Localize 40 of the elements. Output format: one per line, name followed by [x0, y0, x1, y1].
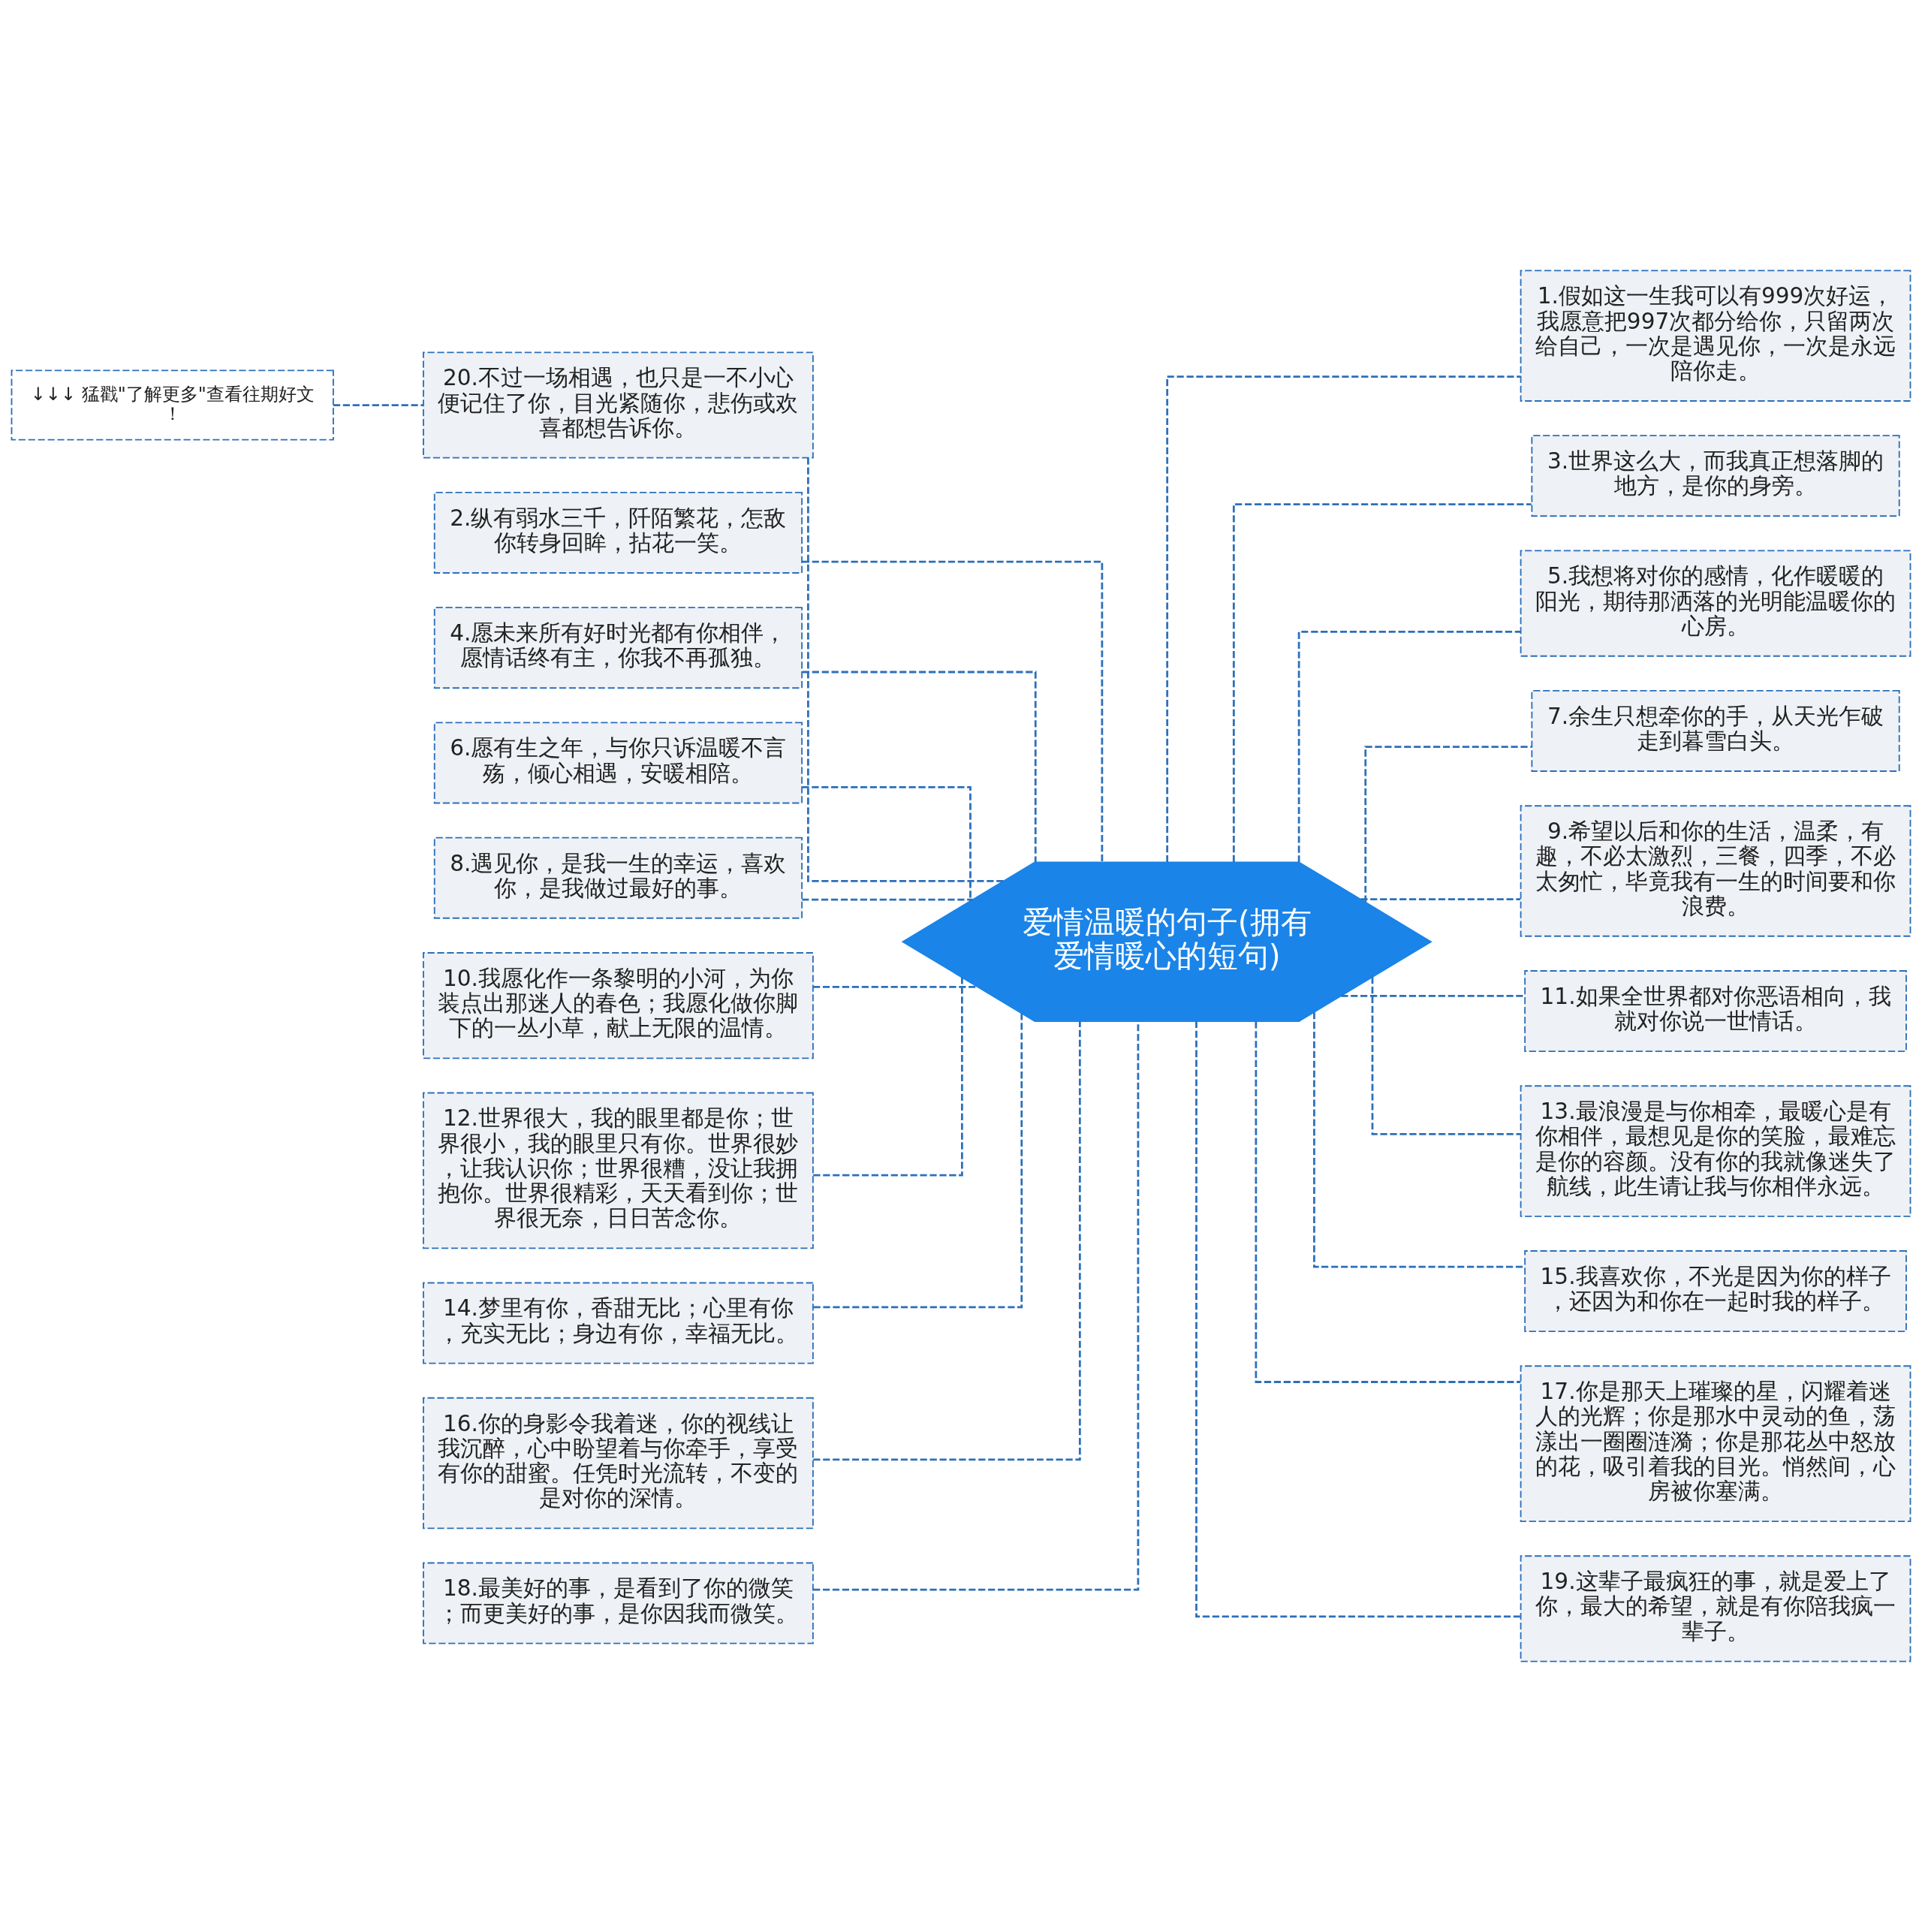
node-box: 18.最美好的事，是看到了你的微笑；而更美好的事，是你因我而微笑。: [423, 1562, 814, 1644]
connector: [1364, 746, 1532, 903]
connector: [813, 1021, 1081, 1461]
node-box: 16.你的身影令我着迷，你的视线让我沉醉，心中盼望着与你牵手，享受有你的甜蜜。任凭时光流转，不变的是对你的深情。: [423, 1397, 814, 1530]
connector: [802, 560, 1104, 863]
connector: [1371, 977, 1521, 1135]
connector: [1195, 1020, 1521, 1618]
node-box: 8.遇见你，是我一生的幸运，喜欢你，是我做过最好的事。: [433, 836, 803, 919]
connector: [802, 671, 1037, 863]
connector: [802, 785, 972, 901]
connector: [1297, 631, 1521, 863]
connector: [802, 898, 973, 901]
node-box: 12.世界很大，我的眼里都是你；世界很小，我的眼里只有你。世界很妙，让我认识你；世界很糟，没让我拥抱你。世界很精彩，天天看到你；世界很无奈，日日苦念你。: [423, 1092, 814, 1249]
node-box: 1.假如这一生我可以有999次好运，我愿意把997次都分给你，只留两次给自己，一次是遇见你，一次是永远陪你走。: [1520, 270, 1911, 402]
connector: [813, 1021, 1140, 1591]
node-box: 9.希望以后和你的生活，温柔，有趣，不必太激烈，三餐，四季，不必太匆忙，毕竟我有一生的时间要和你浪费。: [1520, 805, 1911, 937]
node-box: 6.愿有生之年，与你只诉温暖不言殇，倾心相遇，安暖相陪。: [433, 722, 803, 804]
node-box: 7.余生只想牵你的手，从天光乍破走到暮雪白头。: [1531, 690, 1900, 772]
connector: [1232, 503, 1532, 862]
connector: [1360, 898, 1521, 901]
connector: [807, 457, 1004, 882]
node-box: 20.不过一场相遇，也只是一不小心便记住了你，目光紧随你，悲伤或欢喜都想告诉你。: [423, 351, 814, 459]
connector: [1166, 375, 1521, 862]
node-box: 14.梦里有你，香甜无比；心里有你，充实无比；身边有你，幸福无比。: [423, 1282, 814, 1364]
connector: [1255, 1021, 1521, 1383]
connector: [333, 404, 423, 406]
node-box: 17.你是那天上璀璨的星，闪耀着迷人的光辉；你是那水中灵动的鱼，荡漾出一圈圈涟漪；你是那花丛中怒放的花，吸引着我的目光。悄然间，心房被你塞满。: [1520, 1365, 1911, 1523]
node-box: 10.我愿化作一条黎明的小河，为你装点出那迷人的春色；我愿化做你脚下的一丛小草，献上无限的温情。: [423, 952, 814, 1059]
node-box: 15.我喜欢你，不光是因为你的样子，还因为和你在一起时我的样子。: [1524, 1250, 1907, 1333]
connector: [813, 978, 963, 1177]
node-box: 5.我想将对你的感情，化作暖暖的阳光，期待那洒落的光明能温暖你的心房。: [1520, 550, 1911, 657]
connector: [813, 1013, 1023, 1309]
node-box: 19.这辈子最疯狂的事，就是爱上了你，最大的希望，就是有你陪我疯一辈子。: [1520, 1555, 1911, 1662]
connector: [1341, 994, 1525, 997]
node-box: 2.纵有弱水三千，阡陌繁花，怎敌你转身回眸，拈花一笑。: [433, 491, 803, 574]
node-box: ↓↓↓ 猛戳"了解更多"查看往期好文！: [11, 369, 334, 441]
node-box: 3.世界这么大，而我真正想落脚的地方，是你的身旁。: [1531, 435, 1900, 517]
node-box: 11.如果全世界都对你恶语相向，我就对你说一世情话。: [1524, 970, 1907, 1052]
node-box: 4.愿未来所有好时光都有你相伴，愿情话终有主，你我不再孤独。: [433, 607, 803, 689]
node-box: 13.最浪漫是与你相牵，最暖心是有你相伴，最想见是你的笑脸，最难忘是你的容颜。没有你的我就像迷失了航线，此生请让我与你相伴永远。: [1520, 1085, 1911, 1217]
